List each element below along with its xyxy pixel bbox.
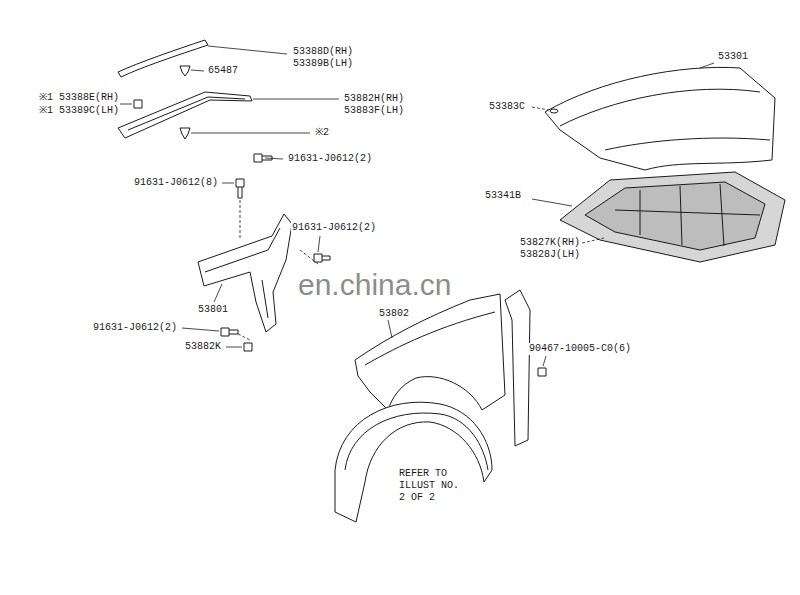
note-mark: ※1 53388E(RH) bbox=[38, 92, 120, 104]
leader-line bbox=[318, 236, 320, 252]
fender-bracket bbox=[198, 214, 292, 332]
part-number: 90467-10005-C0(6) bbox=[528, 343, 632, 355]
cushion bbox=[550, 109, 558, 113]
leader-line bbox=[208, 46, 287, 54]
part-number: 91631-J0612(2) bbox=[287, 153, 373, 165]
part-number: 53383C bbox=[488, 101, 526, 113]
liner-rib bbox=[345, 413, 488, 470]
note-mark: ※2 bbox=[314, 127, 330, 139]
leader-lines bbox=[120, 46, 714, 366]
bolt bbox=[236, 179, 244, 198]
part-number: 53301 bbox=[717, 51, 749, 63]
clip bbox=[538, 368, 546, 376]
part-number: 53882K bbox=[184, 341, 222, 353]
part-number: 91631-J0612(8) bbox=[133, 177, 219, 189]
bolt bbox=[314, 254, 330, 262]
part-number: 53827K(RH) bbox=[519, 237, 581, 249]
leader-line bbox=[222, 183, 234, 184]
leader-line bbox=[700, 63, 714, 68]
hood-insulator bbox=[560, 172, 785, 262]
part-number: 53802 bbox=[378, 308, 410, 320]
dashed-lines bbox=[238, 107, 604, 340]
fender-seal bbox=[505, 290, 530, 446]
hood-contour bbox=[560, 89, 760, 126]
seal-plate-edge bbox=[128, 97, 245, 130]
part-number: 53882H(RH) bbox=[343, 93, 405, 105]
leader-line bbox=[214, 284, 222, 302]
leader-line bbox=[191, 133, 310, 134]
leader-line bbox=[182, 328, 219, 331]
part-number: 65487 bbox=[207, 65, 239, 77]
insulator-panel bbox=[585, 182, 765, 250]
leader-line bbox=[226, 347, 242, 348]
illustration-lines bbox=[118, 40, 785, 522]
insulator-ribs bbox=[615, 184, 760, 246]
leader-line bbox=[120, 104, 132, 105]
fender-liner bbox=[335, 402, 492, 522]
hood-contour bbox=[605, 138, 770, 150]
part-number: 91631-J0612(2) bbox=[92, 322, 178, 334]
leader-line bbox=[388, 320, 392, 338]
part-number: 53801 bbox=[197, 304, 229, 316]
reference-note: REFER TO ILLUST NO. 2 OF 2 bbox=[398, 468, 466, 504]
note-mark: ※1 53389C(LH) bbox=[38, 105, 120, 117]
leader-line bbox=[191, 70, 204, 71]
watermark: en.china.cn bbox=[297, 268, 452, 302]
dashed-line bbox=[582, 238, 604, 243]
front-fender bbox=[355, 294, 505, 410]
part-number: 53883F(LH) bbox=[343, 105, 405, 117]
leader-line bbox=[532, 199, 572, 206]
part-number: 53389B(LH) bbox=[292, 58, 354, 70]
dashed-line bbox=[532, 107, 549, 110]
moulding-strip bbox=[118, 40, 208, 77]
hood bbox=[545, 67, 775, 170]
bolt bbox=[221, 328, 238, 336]
seal-plate bbox=[118, 92, 252, 138]
clip bbox=[244, 343, 252, 351]
part-number: 53828J(LH) bbox=[519, 249, 581, 261]
leader-line bbox=[543, 356, 546, 366]
part-number: 91631-J0612(2) bbox=[291, 222, 377, 234]
clip bbox=[180, 128, 190, 139]
leader-line bbox=[265, 158, 283, 159]
part-number: 53341B bbox=[484, 190, 522, 202]
leader-line bbox=[253, 99, 339, 100]
clip bbox=[134, 100, 142, 108]
part-number: 53388D(RH) bbox=[292, 46, 354, 58]
clip bbox=[180, 66, 190, 76]
